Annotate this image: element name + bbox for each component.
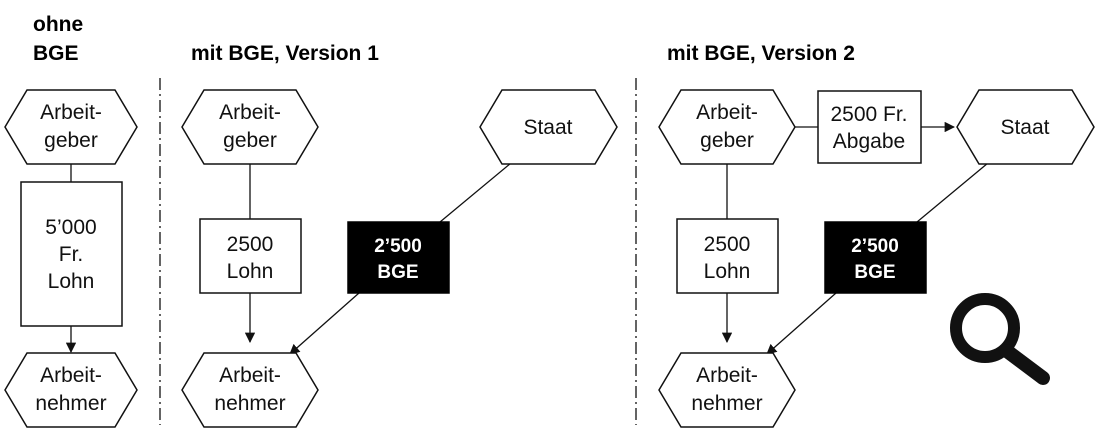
svg-text:nehmer: nehmer xyxy=(35,392,106,415)
node-state-v1: Staat xyxy=(479,89,618,165)
header-version-1: mit BGE, Version 1 xyxy=(191,42,379,65)
node-employee-without: Arbeit- nehmer xyxy=(4,352,138,428)
svg-text:Arbeit-: Arbeit- xyxy=(40,101,102,124)
node-wage-without: 5’000 Fr. Lohn xyxy=(20,181,123,327)
svg-text:2500 Fr.: 2500 Fr. xyxy=(830,103,907,126)
svg-text:2500: 2500 xyxy=(227,233,274,256)
node-wage-v1: 2500 Lohn xyxy=(199,218,302,294)
svg-text:geber: geber xyxy=(700,129,754,152)
header-without-line1: ohne xyxy=(33,13,84,36)
svg-text:geber: geber xyxy=(44,129,98,152)
svg-text:Staat: Staat xyxy=(1000,116,1049,139)
header-without-line2: BGE xyxy=(33,42,79,65)
magnifier-icon[interactable] xyxy=(950,293,1050,385)
svg-text:BGE: BGE xyxy=(377,262,418,283)
svg-text:Arbeit-: Arbeit- xyxy=(696,364,758,387)
node-wage-v2: 2500 Lohn xyxy=(676,218,779,294)
svg-text:Staat: Staat xyxy=(523,116,572,139)
node-employer-v2: Arbeit- geber xyxy=(658,89,796,165)
arrow-bge-employee-v1 xyxy=(289,292,360,355)
node-employee-v2: Arbeit- nehmer xyxy=(658,352,796,428)
node-levy-v2: 2500 Fr. Abgabe xyxy=(817,90,922,164)
svg-text:Lohn: Lohn xyxy=(704,260,751,283)
svg-text:2500: 2500 xyxy=(704,233,751,256)
svg-text:Arbeit-: Arbeit- xyxy=(696,101,758,124)
node-employer-v1: Arbeit- geber xyxy=(181,89,319,165)
svg-text:Arbeit-: Arbeit- xyxy=(219,364,281,387)
node-bge-v1: 2’500 BGE xyxy=(347,221,450,294)
svg-text:Lohn: Lohn xyxy=(48,270,95,293)
connector-state-bge-v1 xyxy=(439,162,512,223)
svg-text:geber: geber xyxy=(223,129,277,152)
svg-text:2’500: 2’500 xyxy=(374,236,422,257)
svg-text:Arbeit-: Arbeit- xyxy=(219,101,281,124)
svg-text:2’500: 2’500 xyxy=(851,236,899,257)
node-state-v2: Staat xyxy=(956,89,1095,165)
svg-text:Abgabe: Abgabe xyxy=(833,130,905,153)
connector-state-bge-v2 xyxy=(916,162,989,223)
node-bge-v2: 2’500 BGE xyxy=(824,221,927,294)
node-employee-v1: Arbeit- nehmer xyxy=(181,352,319,428)
svg-text:nehmer: nehmer xyxy=(691,392,762,415)
svg-text:Lohn: Lohn xyxy=(227,260,274,283)
svg-text:BGE: BGE xyxy=(854,262,895,283)
svg-text:Fr.: Fr. xyxy=(59,243,84,266)
header-version-2: mit BGE, Version 2 xyxy=(667,42,855,65)
arrow-bge-employee-v2 xyxy=(766,292,837,355)
svg-text:nehmer: nehmer xyxy=(214,392,285,415)
svg-text:Arbeit-: Arbeit- xyxy=(40,364,102,387)
node-employer-without: Arbeit- geber xyxy=(4,89,138,165)
svg-text:5’000: 5’000 xyxy=(45,216,96,239)
